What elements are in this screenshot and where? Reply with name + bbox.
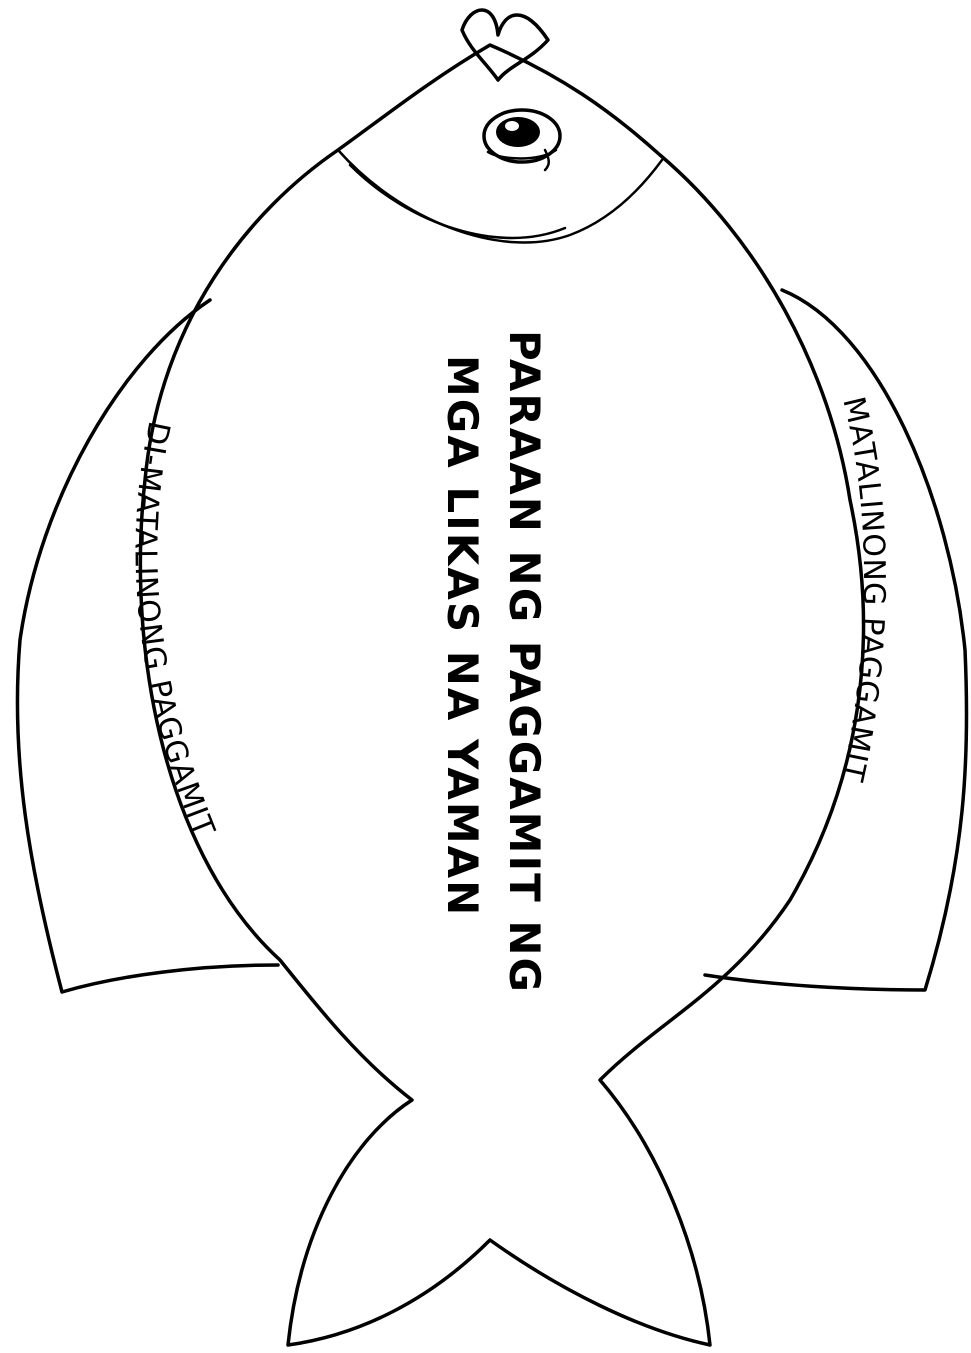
body-label-line2: MGA LIKAS NA YAMAN <box>438 355 487 917</box>
gill-line-inner <box>350 165 565 238</box>
left-fin-label: DI-MATALINONG PAGGAMIT <box>128 418 222 842</box>
body-label-line1: PARAAN NG PAGGAMIT NG <box>500 330 549 994</box>
right-fin-shape <box>705 290 967 990</box>
fish-eye-icon <box>484 110 560 170</box>
mouth-shape <box>462 10 548 80</box>
